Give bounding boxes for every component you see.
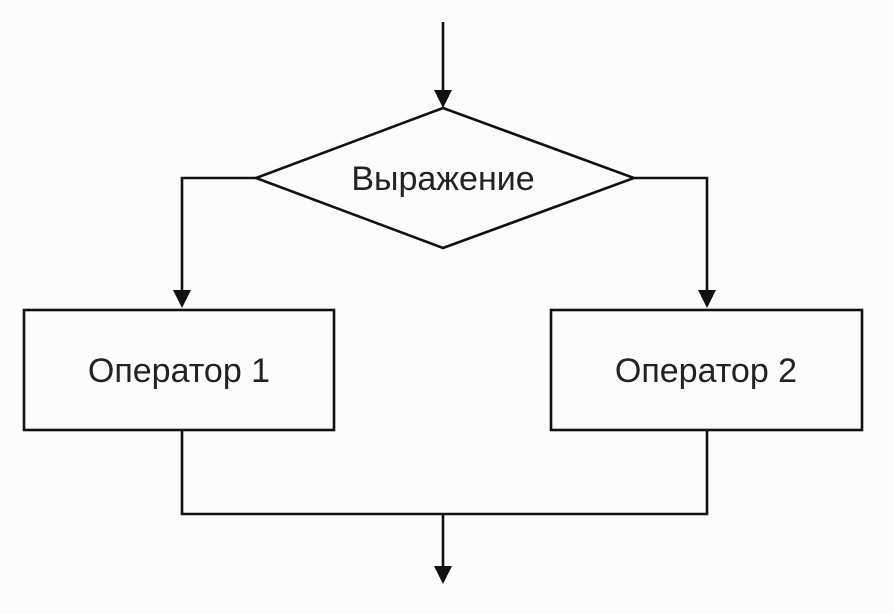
operator-2-box xyxy=(549,308,864,432)
entry-arrow xyxy=(434,22,452,108)
decision-diamond xyxy=(252,106,638,250)
decision-node: Выражение xyxy=(252,106,638,250)
right-branch-arrowhead xyxy=(698,290,716,308)
operator-1-box xyxy=(22,308,336,432)
operator-1-label: Оператор 1 xyxy=(88,352,270,390)
exit-arrowhead xyxy=(434,566,452,584)
operator-1-node: Оператор 1 xyxy=(22,308,336,432)
left-branch-arrowhead xyxy=(173,290,191,308)
right-branch-line xyxy=(634,176,709,292)
operator-2-node: Оператор 2 xyxy=(549,308,864,432)
merge-line-from-operator-2 xyxy=(443,430,709,516)
exit-arrow xyxy=(434,514,452,584)
operator-2-label: Оператор 2 xyxy=(615,352,797,390)
merge-connector xyxy=(180,430,709,516)
decision-label: Выражение xyxy=(351,160,534,198)
entry-arrowhead xyxy=(434,90,452,108)
merge-line-from-operator-1 xyxy=(180,430,443,516)
right-branch-arrow xyxy=(634,176,716,308)
left-branch-arrow xyxy=(173,176,256,308)
left-branch-line xyxy=(180,176,256,292)
